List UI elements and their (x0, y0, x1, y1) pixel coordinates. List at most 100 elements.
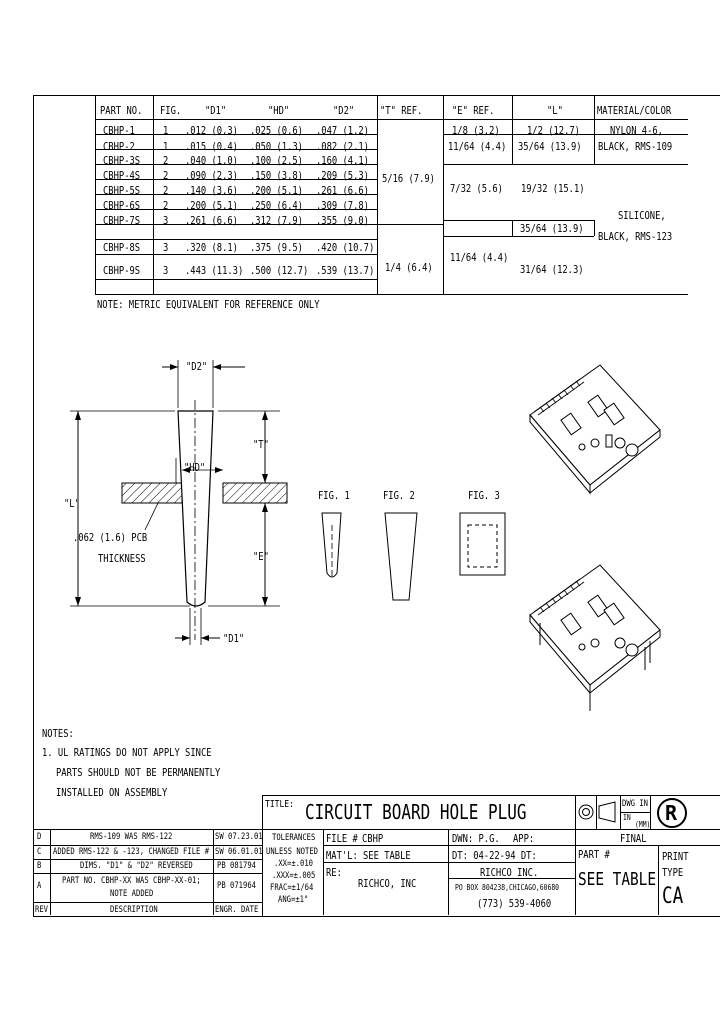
rev-a-engr: PB 071964 (217, 881, 257, 891)
table-note: NOTE: METRIC EQUIVALENT FOR REFERENCE ON… (97, 298, 320, 311)
notes-line-2: PARTS SHOULD NOT BE PERMANENTLY (56, 766, 221, 779)
rev-b: B (37, 861, 42, 871)
cell-hd: .025 (0.6) (250, 124, 303, 137)
label-e: "E" (253, 550, 269, 563)
e-ref-1: 1/8 (3.2) (452, 124, 500, 137)
mm-label: (MM) (635, 820, 651, 829)
rev-c: C (37, 847, 42, 857)
cell-hd: .100 (2.5) (250, 154, 303, 167)
material-3: SILICONE, (618, 209, 666, 222)
svg-text:R: R (665, 801, 678, 825)
desc-header: DESCRIPTION (110, 905, 158, 915)
t-ref-2: 1/4 (6.4) (385, 261, 433, 274)
cell-d2: .047 (1.2) (316, 124, 369, 137)
notes-title: NOTES: (42, 727, 74, 740)
cell-part-no: CBHP-8S (103, 241, 141, 254)
cell-fig: 3 (163, 264, 169, 277)
fig-drawings (321, 512, 506, 601)
header-hd: "HD" (268, 104, 290, 117)
cell-part-no: CBHP-3S (103, 154, 141, 167)
cell-hd: .050 (1.3) (250, 140, 303, 153)
header-material: MATERIAL/COLOR (597, 104, 672, 117)
cell-d2: .355 (9.0) (316, 214, 369, 227)
t-ref-1: 5/16 (7.9) (382, 172, 435, 185)
matl-value: SEE TABLE (363, 849, 411, 862)
notes-line-1: 1. UL RATINGS DO NOT APPLY SINCE (42, 746, 212, 759)
label-t: "T" (253, 438, 269, 451)
print-type-label-2: TYPE (662, 866, 684, 879)
material-1: NYLON 4-6, (610, 124, 663, 137)
cell-hd: .200 (5.1) (250, 184, 303, 197)
drawing-title: CIRCUIT BOARD HOLE PLUG (305, 800, 527, 824)
e-ref-3: 7/32 (5.6) (450, 182, 503, 195)
final: FINAL (620, 832, 647, 845)
header-part-no: PART NO. (100, 104, 143, 117)
tol-xxx: .XXX=±.005 (272, 871, 316, 881)
rev-a: A (37, 881, 42, 891)
cell-d2: .261 (6.6) (316, 184, 369, 197)
cell-d1: .320 (8.1) (185, 241, 238, 254)
l-val-1: 1/2 (12.7) (527, 124, 580, 137)
label-l: "L" (64, 497, 80, 510)
label-d1: "D1" (223, 632, 245, 645)
part-label: PART # (578, 848, 610, 861)
print-type-label-1: PRINT (662, 850, 689, 863)
rev-d: D (37, 832, 42, 842)
cell-part-no: CBHP-4S (103, 169, 141, 182)
cell-d2: .082 (2.1) (316, 140, 369, 153)
in-label: IN (623, 813, 631, 822)
re-value: RICHCO, INC (358, 877, 417, 890)
projection-symbol-icon (578, 801, 616, 823)
dwg-in-label: DWG IN (622, 799, 649, 809)
cell-part-no: CBHP-1 (103, 124, 135, 137)
cell-hd: .375 (9.5) (250, 241, 303, 254)
dwn: DWN: P.G. (452, 832, 500, 845)
cell-part-no: CBHP-5S (103, 184, 141, 197)
l-val-4: 35/64 (13.9) (520, 222, 584, 235)
cell-d2: .209 (5.3) (316, 169, 369, 182)
cell-fig: 1 (163, 124, 169, 137)
rev-b-desc: DIMS. "D1" & "D2" REVERSED (80, 861, 193, 871)
company-name: RICHCO INC. (480, 866, 539, 879)
cross-section-drawing (70, 360, 288, 645)
label-pcb-2: THICKNESS (98, 552, 146, 565)
header-d1: "D1" (205, 104, 227, 117)
fig-3-label: FIG. 3 (468, 489, 500, 502)
engr-header: ENGR. DATE (215, 905, 259, 915)
l-val-3: 19/32 (15.1) (521, 182, 585, 195)
l-val-5: 31/64 (12.3) (520, 263, 584, 276)
material-2: BLACK, RMS-109 (598, 140, 673, 153)
cell-fig: 2 (163, 154, 169, 167)
title-label: TITLE: (265, 799, 294, 810)
richco-logo-icon: R (657, 798, 687, 828)
header-e-ref: "E" REF. (452, 104, 495, 117)
cell-d1: .261 (6.6) (185, 214, 238, 227)
cell-fig: 1 (163, 140, 169, 153)
file-value: CBHP (362, 832, 384, 845)
rev-c-engr: SW 06.01.01 (215, 847, 263, 857)
part-value: SEE TABLE (578, 869, 657, 890)
rev-c-desc: ADDED RMS-122 & -123, CHANGED FILE # (53, 847, 210, 857)
header-l: "L" (547, 104, 563, 117)
label-d2: "D2" (186, 360, 208, 373)
cell-d1: .040 (1.0) (185, 154, 238, 167)
cell-d2: .420 (10.7) (316, 241, 375, 254)
company-address: PO BOX 804238,CHICAGO,60680 (455, 883, 560, 892)
print-type: CA (662, 884, 684, 909)
app: APP: (513, 832, 535, 845)
dt: DT: 04-22-94 DT: (452, 849, 537, 862)
fig-2-label: FIG. 2 (383, 489, 415, 502)
pcb-illustration-top (529, 364, 661, 495)
tol-xx: .XX=±.010 (274, 859, 314, 869)
cell-hd: .500 (12.7) (250, 264, 309, 277)
e-ref-4: 11/64 (4.4) (450, 251, 509, 264)
tol-ang: ANG=±1° (278, 895, 309, 905)
cell-d1: .443 (11.3) (185, 264, 244, 277)
pcb-illustration-bottom (529, 564, 661, 711)
cell-d2: .309 (7.8) (316, 199, 369, 212)
header-t-ref: "T" REF. (380, 104, 423, 117)
cell-part-no: CBHP-9S (103, 264, 141, 277)
matl-label: MAT'L: (326, 849, 358, 862)
cell-d2: .539 (13.7) (316, 264, 375, 277)
cell-fig: 2 (163, 184, 169, 197)
